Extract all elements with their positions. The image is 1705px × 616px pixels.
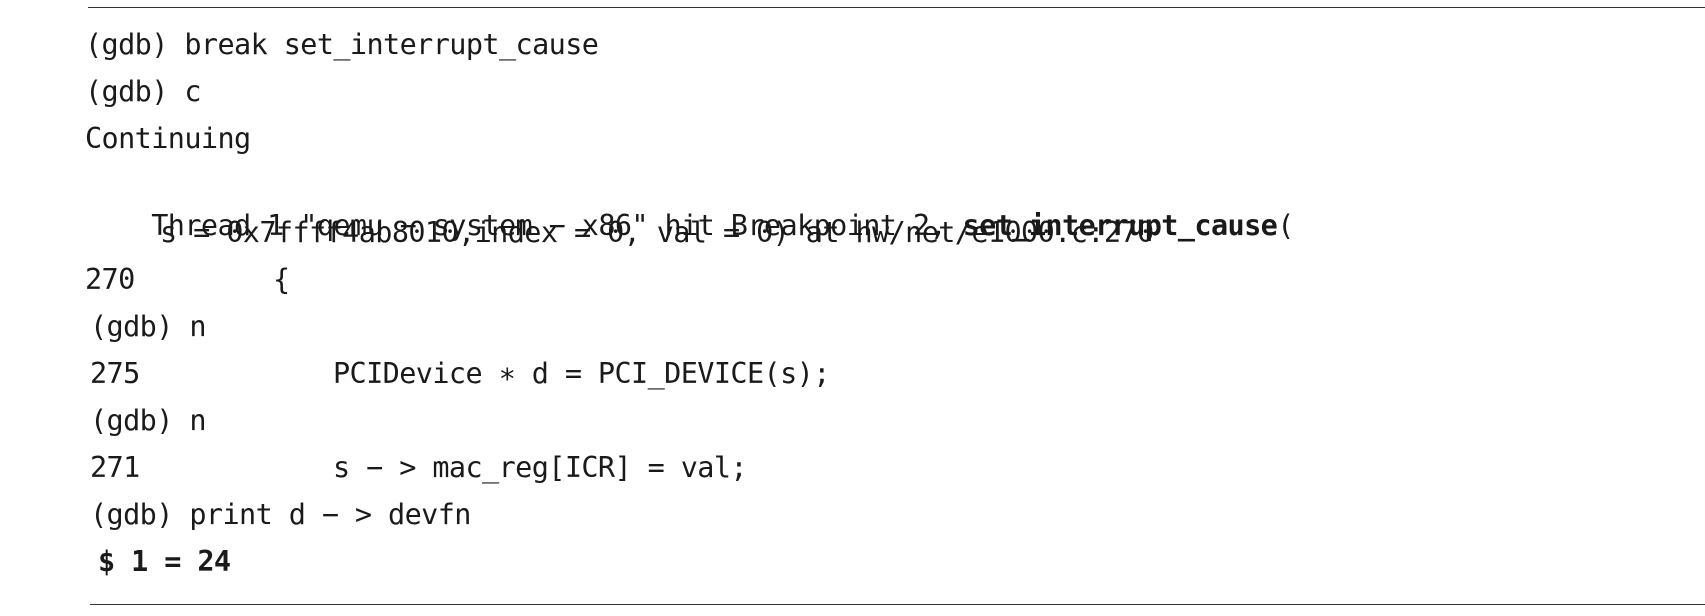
gdb-line-continue-command: (gdb) c	[85, 75, 202, 108]
breakpoint-function-name: set_interrupt_cause	[962, 209, 1278, 242]
gdb-line-break-command: (gdb) break set_interrupt_cause	[85, 28, 599, 61]
source-line-271: 271 s − > mac_reg[ICR] = val;	[90, 448, 990, 488]
gdb-line-next-command: (gdb) n	[90, 404, 207, 437]
gdb-line-breakpoint-hit: Thread 1 "qemu − system − x86" hit Break…	[85, 166, 1294, 242]
source-line-275: 275 PCIDevice ∗ d = PCI_DEVICE(s);	[90, 354, 990, 394]
bottom-rule	[90, 604, 1705, 605]
source-line-number: 270	[85, 263, 135, 296]
gdb-line-print-result: $ 1 = 24	[98, 545, 231, 578]
source-line-number: 271	[90, 451, 140, 484]
breakpoint-open-paren: (	[1277, 209, 1294, 242]
top-rule	[88, 7, 1705, 8]
gdb-line-print-command: (gdb) print d − > devfn	[90, 498, 471, 531]
gdb-line-breakpoint-args: s = 0x7ffff4ab8010,index = 0, val = 0) a…	[160, 216, 1154, 249]
gdb-line-next-command: (gdb) n	[90, 310, 207, 343]
gdb-line-continuing: Continuing	[85, 122, 251, 155]
source-line-code: {	[273, 263, 290, 296]
source-line-code: s − > mac_reg[ICR] = val;	[333, 451, 748, 484]
breakpoint-hit-prefix: Thread 1 "qemu − system − x86" hit Break…	[151, 209, 963, 242]
source-line-code: PCIDevice ∗ d = PCI_DEVICE(s);	[333, 357, 830, 390]
source-line-270: 270 {	[85, 260, 485, 300]
source-line-number: 275	[90, 357, 140, 390]
